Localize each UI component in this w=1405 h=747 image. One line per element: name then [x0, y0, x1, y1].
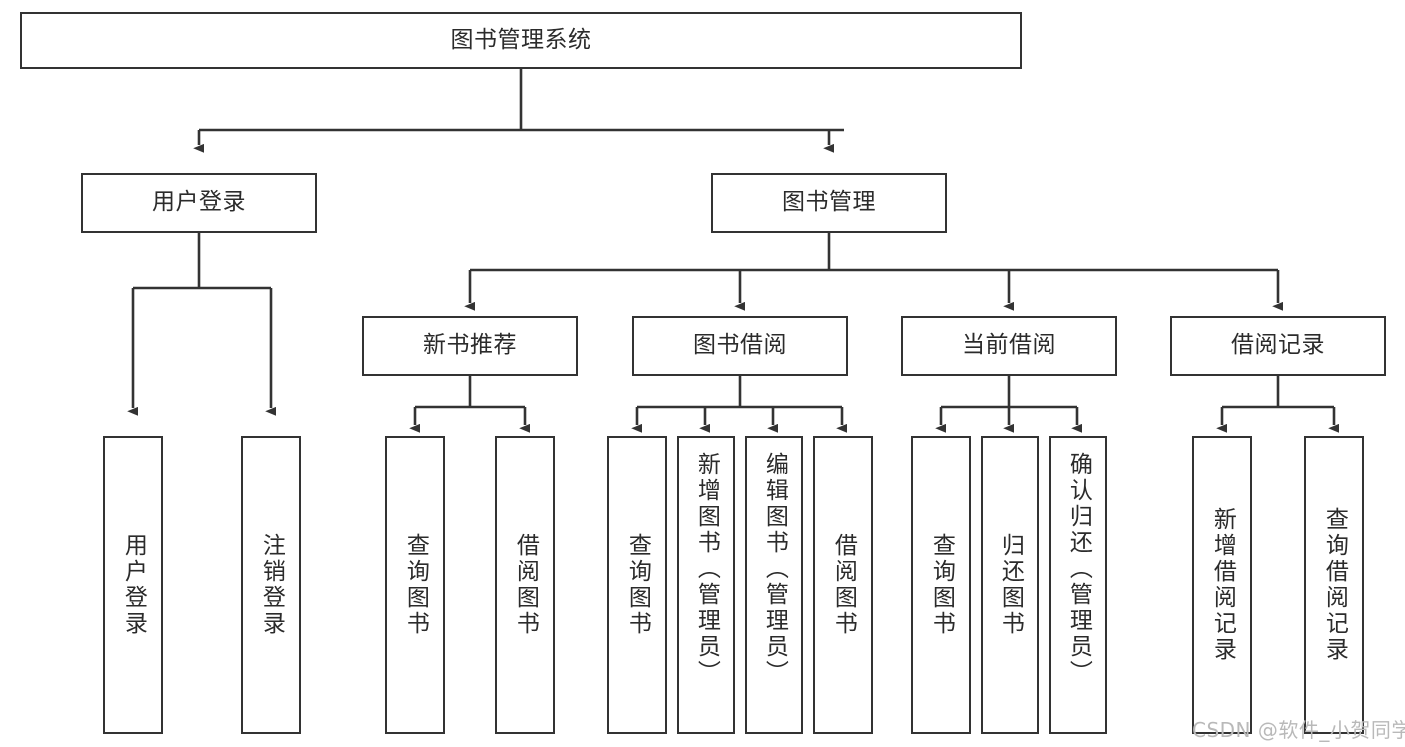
- node-leaf-query-book-2-label: 查询图书: [624, 533, 651, 637]
- node-root-system[interactable]: 图书管理系统: [20, 12, 1022, 69]
- node-leaf-add-record-label: 新增借阅记录: [1209, 507, 1236, 663]
- node-leaf-add-book[interactable]: 新增图书（管理员）: [677, 436, 735, 734]
- node-root-system-label: 图书管理系统: [450, 26, 592, 53]
- node-borrow-record[interactable]: 借阅记录: [1170, 316, 1386, 376]
- node-book-borrow-label: 图书借阅: [693, 332, 787, 359]
- node-leaf-add-book-label: 新增图书（管理员）: [693, 452, 720, 686]
- node-leaf-logout-login-label: 注销登录: [258, 533, 285, 637]
- node-leaf-logout-login[interactable]: 注销登录: [241, 436, 301, 734]
- node-book-manage[interactable]: 图书管理: [711, 173, 947, 233]
- node-new-book-recommend[interactable]: 新书推荐: [362, 316, 578, 376]
- node-leaf-borrow-book-2-label: 借阅图书: [830, 533, 857, 637]
- node-current-borrow[interactable]: 当前借阅: [901, 316, 1117, 376]
- node-leaf-edit-book-label: 编辑图书（管理员）: [761, 452, 788, 686]
- node-user-login-label: 用户登录: [152, 189, 246, 216]
- node-borrow-record-label: 借阅记录: [1231, 332, 1325, 359]
- node-leaf-user-login-label: 用户登录: [120, 533, 147, 637]
- node-leaf-confirm-return-label: 确认归还（管理员）: [1065, 452, 1092, 686]
- node-leaf-edit-book[interactable]: 编辑图书（管理员）: [745, 436, 803, 734]
- node-leaf-query-book-3-label: 查询图书: [928, 533, 955, 637]
- node-leaf-add-record[interactable]: 新增借阅记录: [1192, 436, 1252, 734]
- node-leaf-query-book-1-label: 查询图书: [402, 533, 429, 637]
- node-leaf-return-book[interactable]: 归还图书: [981, 436, 1039, 734]
- csdn-watermark: CSDN @软件_小贺同学: [1192, 718, 1405, 742]
- node-leaf-query-record[interactable]: 查询借阅记录: [1304, 436, 1364, 734]
- node-leaf-borrow-book-1[interactable]: 借阅图书: [495, 436, 555, 734]
- node-leaf-confirm-return[interactable]: 确认归还（管理员）: [1049, 436, 1107, 734]
- node-current-borrow-label: 当前借阅: [962, 332, 1056, 359]
- node-leaf-borrow-book-2[interactable]: 借阅图书: [813, 436, 873, 734]
- node-new-book-recommend-label: 新书推荐: [423, 332, 517, 359]
- node-leaf-query-record-label: 查询借阅记录: [1321, 507, 1348, 663]
- node-leaf-query-book-3[interactable]: 查询图书: [911, 436, 971, 734]
- node-book-manage-label: 图书管理: [782, 189, 876, 216]
- node-leaf-return-book-label: 归还图书: [997, 533, 1024, 637]
- node-user-login[interactable]: 用户登录: [81, 173, 317, 233]
- node-leaf-query-book-1[interactable]: 查询图书: [385, 436, 445, 734]
- node-leaf-query-book-2[interactable]: 查询图书: [607, 436, 667, 734]
- node-leaf-user-login[interactable]: 用户登录: [103, 436, 163, 734]
- node-book-borrow[interactable]: 图书借阅: [632, 316, 848, 376]
- node-leaf-borrow-book-1-label: 借阅图书: [512, 533, 539, 637]
